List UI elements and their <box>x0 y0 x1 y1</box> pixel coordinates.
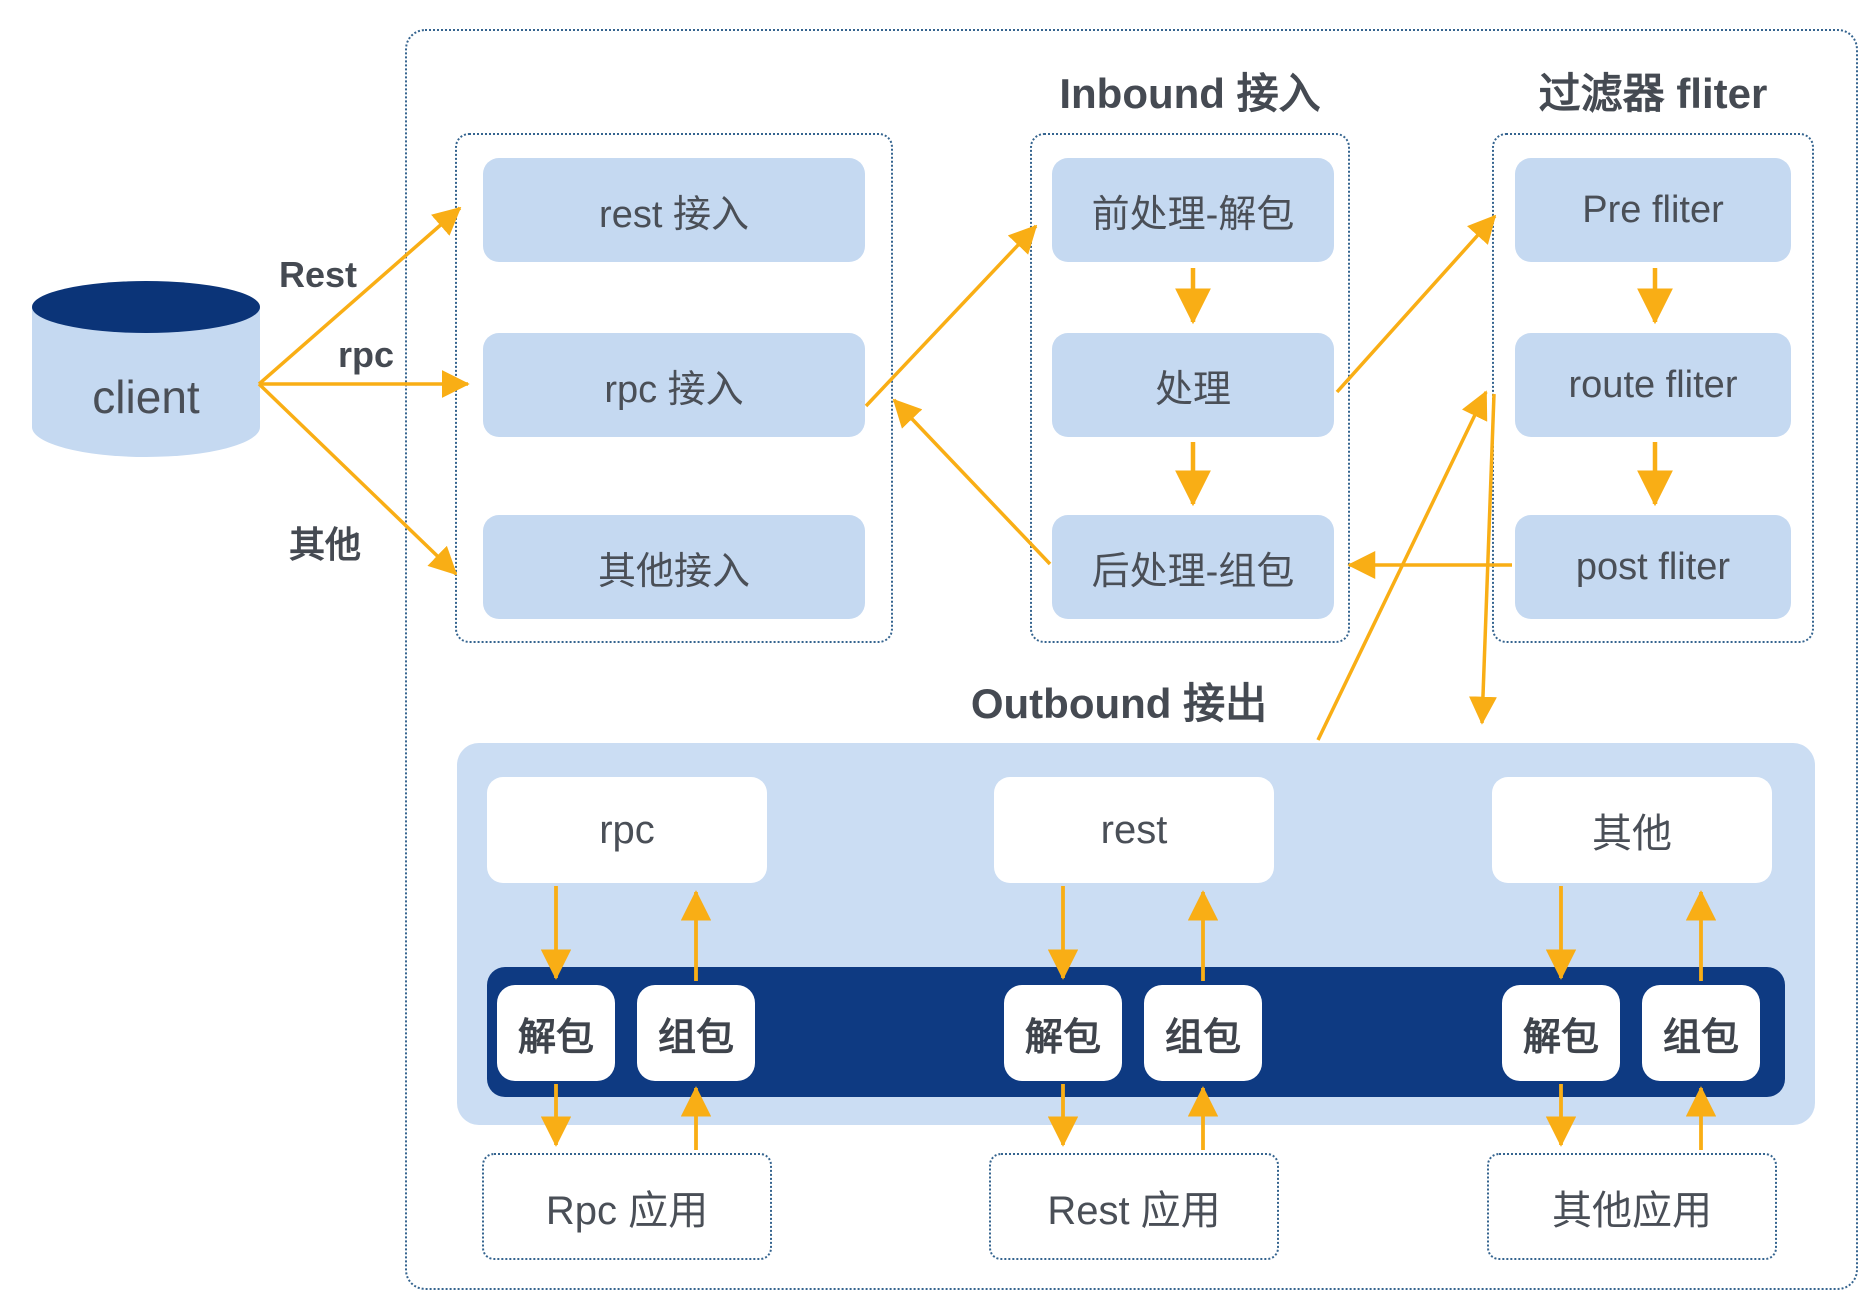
filter-title: 过滤器 fliter <box>1538 70 1768 117</box>
client-cylinder-top <box>32 281 260 333</box>
box-other-access: 其他接入 <box>483 515 865 619</box>
box-rest-access: rest 接入 <box>483 158 865 262</box>
box-post-process-pack: 后处理-组包 <box>1052 515 1334 619</box>
client-label: client <box>92 371 200 423</box>
app-box-rest: Rest 应用 <box>989 1153 1279 1260</box>
channel-box-rpc: rpc <box>487 777 767 883</box>
edge-label-other: 其他 <box>288 524 361 565</box>
app-box-other: 其他应用 <box>1487 1153 1777 1260</box>
channel-box-other: 其他 <box>1492 777 1772 883</box>
edge-label-rest: Rest <box>278 254 358 295</box>
box-post-filter: post fliter <box>1515 515 1791 619</box>
pack-box-rpc: 组包 <box>637 985 755 1081</box>
box-route-filter: route fliter <box>1515 333 1791 437</box>
pack-box-rest: 组包 <box>1144 985 1262 1081</box>
box-pre-filter: Pre fliter <box>1515 158 1791 262</box>
channel-box-rest: rest <box>994 777 1274 883</box>
outer-container <box>405 29 1858 1290</box>
box-rpc-access: rpc 接入 <box>483 333 865 437</box>
unpack-box-other: 解包 <box>1502 985 1620 1081</box>
unpack-box-rest: 解包 <box>1004 985 1122 1081</box>
edge-label-rpc: rpc <box>337 334 395 375</box>
outbound-title: Outbound 接出 <box>970 680 1268 727</box>
box-pre-process-unpack: 前处理-解包 <box>1052 158 1334 262</box>
pack-box-other: 组包 <box>1642 985 1760 1081</box>
app-box-rpc: Rpc 应用 <box>482 1153 772 1260</box>
inbound-title: Inbound 接入 <box>1059 70 1321 117</box>
unpack-box-rpc: 解包 <box>497 985 615 1081</box>
box-process: 处理 <box>1052 333 1334 437</box>
